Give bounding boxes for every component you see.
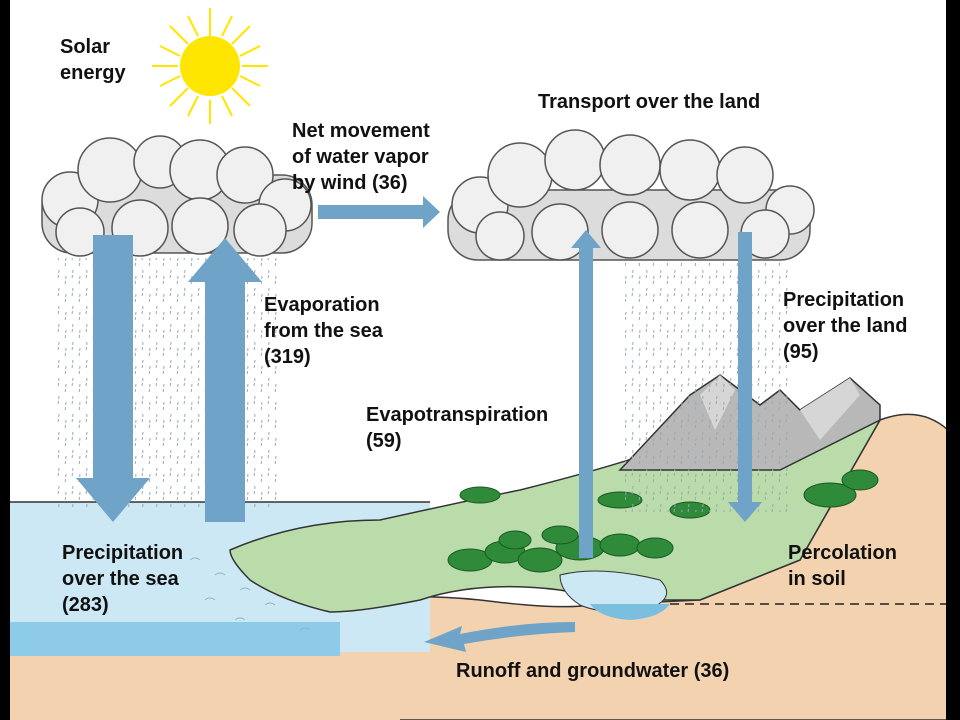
arrow-runoff xyxy=(424,622,575,652)
arrow-evaporation-sea xyxy=(188,238,262,522)
label-evapotranspiration: Evapotranspiration (59) xyxy=(366,404,549,452)
rain-icon xyxy=(625,262,790,512)
cloud-icon xyxy=(41,135,313,257)
label-precip-sea: Precipitation over the sea (283) xyxy=(62,542,184,616)
label-precip-land: Precipitation over the land (95) xyxy=(783,289,908,363)
sea-waves xyxy=(154,557,311,631)
frame-right-edge xyxy=(946,0,960,720)
label-percolation: Percolation in soil xyxy=(788,542,897,590)
label-evaporation-sea: Evaporation from the sea (319) xyxy=(264,294,383,368)
label-transport-over-land: Transport over the land xyxy=(538,91,761,113)
arrow-precip-land xyxy=(728,232,762,522)
frame-left-edge xyxy=(0,0,10,720)
arrow-evapotranspiration xyxy=(571,230,601,558)
rain-icon xyxy=(55,258,280,508)
sea-deep xyxy=(10,622,340,656)
label-runoff: Runoff and groundwater (36) xyxy=(456,660,730,682)
sun-icon xyxy=(152,8,268,124)
label-net-movement: Net movement of water vapor by wind (36) xyxy=(292,120,430,194)
arrow-precip-sea xyxy=(76,235,150,522)
arrow-net-movement xyxy=(318,196,440,228)
label-solar-energy: Solar energy xyxy=(60,36,126,84)
arrows xyxy=(76,196,762,652)
soil-lower xyxy=(10,655,400,720)
cloud-icon xyxy=(447,129,815,261)
groundwater-pool xyxy=(590,604,670,620)
